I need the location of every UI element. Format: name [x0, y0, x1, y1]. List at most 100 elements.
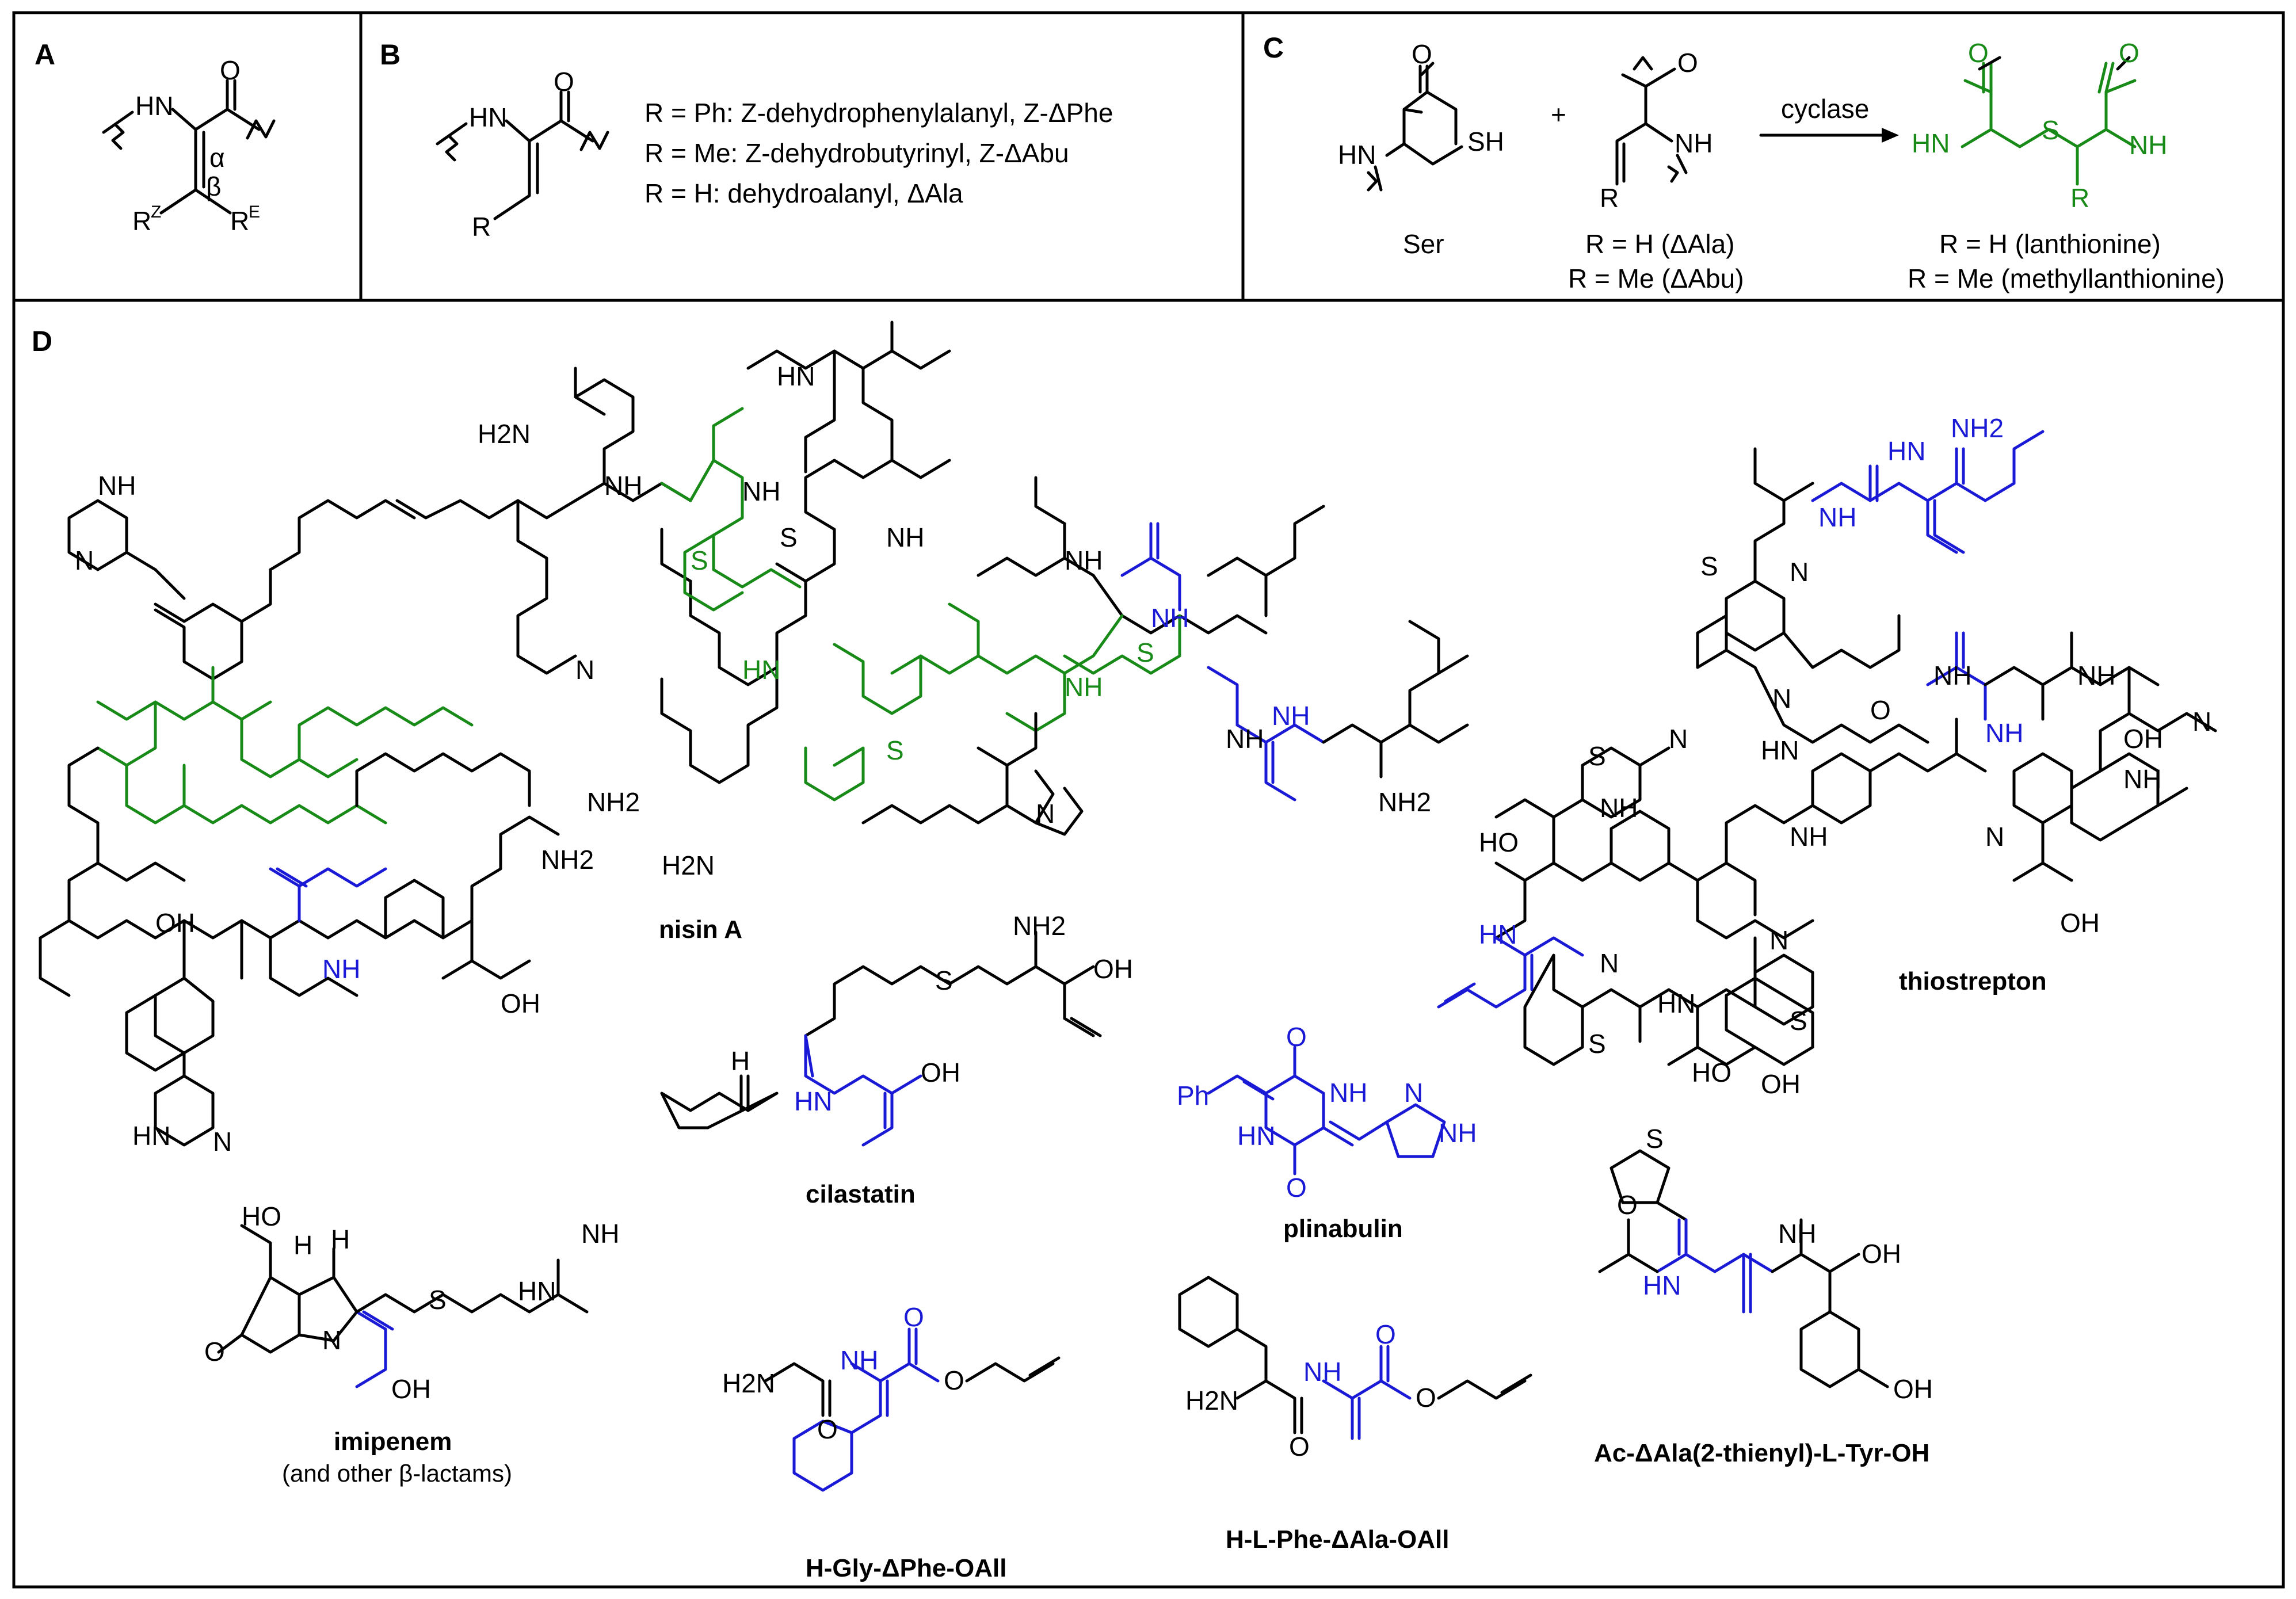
plinabulin-structure: Ph O NH HN O N NH plinabulin [1177, 1022, 1477, 1243]
label-beta-lactams: (and other β-lactams) [282, 1460, 512, 1487]
nisin-n-his: N [213, 1127, 232, 1157]
imi-ho: HO [242, 1201, 281, 1231]
plin-n: N [1404, 1078, 1423, 1108]
nisin-imid-hn: NH [98, 471, 136, 501]
nisin-nh-6: NH [1226, 724, 1264, 754]
gly-o-2: O [903, 1302, 924, 1332]
thiostrepton-structure: NH2 HN NH S N N HN NH NH NH N OH NH OH N… [1437, 413, 2217, 1099]
thio-ho-2: HO [1692, 1058, 1731, 1087]
ser-sh: SH [1467, 127, 1504, 157]
plus-sign: + [1551, 100, 1566, 129]
imipenem-structure: HO H H O N S HN NH OH imipenem (and othe… [204, 1201, 619, 1487]
cysteine-reactant: O HN SH Ser [1338, 39, 1504, 259]
plin-o-2: O [1286, 1173, 1307, 1203]
imi-oh: OH [391, 1374, 431, 1404]
ac-oh: OH [1862, 1239, 1901, 1269]
phe-o-2: O [1375, 1319, 1396, 1349]
label-cilastatin: cilastatin [806, 1180, 916, 1208]
dehydro-reactant: O NH R R = H (ΔAla) R = Me (ΔAbu) [1568, 48, 1744, 293]
phe-h2n: H2N [1185, 1386, 1238, 1415]
imi-o: O [204, 1337, 225, 1367]
product-s: S [2042, 115, 2059, 145]
imi-h-1: H [293, 1230, 312, 1260]
panel-a: A HN O α β R Z R E [35, 39, 276, 236]
thio-oh-2: OH [2060, 908, 2100, 938]
thio-n-5: N [1669, 724, 1688, 754]
nisin-nh-dhb: NH [1272, 701, 1310, 731]
thio-n-4: N [1985, 822, 2004, 852]
product-o-left: O [1968, 38, 1989, 68]
nisin-hn-1: HN [777, 361, 815, 391]
cil-h: H [731, 1046, 750, 1076]
product-label-lan: R = H (lanthionine) [1939, 229, 2161, 259]
nisin-n-pro: N [575, 655, 594, 685]
imi-nh: NH [581, 1219, 619, 1249]
label-h-l-phe-dala-oall: H-L-Phe-ΔAla-OAll [1226, 1525, 1450, 1554]
product-nh: NH [2129, 130, 2167, 160]
thio-n-6: N [1600, 948, 1619, 978]
thio-nh-1: NH [1818, 502, 1856, 532]
cil-hn: HN [794, 1086, 832, 1116]
panel-a-label: A [35, 39, 55, 71]
ac-nh: NH [1778, 1219, 1816, 1249]
plin-nh-2: NH [1439, 1118, 1477, 1148]
gly-o-1: O [817, 1414, 838, 1444]
ser-hn: HN [1338, 140, 1376, 170]
plin-o-1: O [1286, 1022, 1307, 1052]
product-hn: HN [1912, 128, 1950, 158]
panel-a-re: R [230, 206, 249, 236]
plin-hn: HN [1237, 1121, 1275, 1151]
panel-a-beta: β [206, 171, 221, 201]
thio-hn-1: HN [1887, 436, 1925, 466]
h-gly-dphe-oall-structure: H2N NH O O O H-Gly-ΔPhe-OAll [722, 1302, 1061, 1582]
phe-o-1: O [1289, 1432, 1310, 1461]
imi-n: N [322, 1325, 341, 1355]
panel-a-rz-sup: Z [151, 203, 161, 222]
thio-n-3: N [2192, 707, 2211, 736]
lanthionine-product: HN O S O NH R R = H (lanthionine) R = Me… [1908, 38, 2225, 293]
thio-nh-3: NH [1985, 718, 2023, 748]
ac-hn: HN [1643, 1270, 1681, 1300]
panel-b-o: O [554, 67, 574, 97]
nisin-nh-2: NH [742, 476, 780, 506]
imi-s: S [429, 1285, 447, 1315]
label-ac-dala-thienyl-tyr: Ac-ΔAla(2-thienyl)-L-Tyr-OH [1594, 1439, 1929, 1467]
cyclase-arrow: cyclase [1759, 94, 1899, 143]
thio-ho: HO [1479, 827, 1519, 857]
nisin-hn-his: HN [132, 1121, 170, 1151]
thio-nh-2: NH [1933, 661, 1971, 690]
panel-b-legend: R = Ph: Z-dehydrophenylalanyl, Z-ΔPhe R … [644, 98, 1113, 208]
gly-nh: NH [840, 1345, 878, 1375]
thio-n-2: N [1772, 684, 1791, 713]
nisin-a-structure: H2N NH NH HN NH S S HN NH NH NH S S NH N… [39, 320, 1469, 1157]
nisin-oh-ser: OH [155, 908, 195, 938]
gly-h2n: H2N [722, 1368, 775, 1398]
plin-ph: Ph [1177, 1081, 1209, 1110]
thio-s-4: S [1790, 1006, 1807, 1036]
legend-line-ph: R = Ph: Z-dehydrophenylalanyl, Z-ΔPhe [644, 98, 1113, 128]
phe-o-3: O [1416, 1383, 1436, 1413]
thio-s-1: S [1700, 551, 1718, 581]
nisin-nh2-lys3: NH2 [541, 845, 594, 875]
panel-c-label: C [1263, 32, 1284, 64]
ser-o: O [1412, 39, 1432, 69]
nisin-s-4: S [886, 735, 904, 765]
cilastatin-structure: NH2 S OH OH HN H cilastatin [660, 911, 1133, 1208]
panel-a-structure: HN O α β R Z R E [102, 55, 276, 236]
nisin-nh2-lys2: NH2 [587, 787, 640, 817]
thio-hn-4: HN [1657, 989, 1695, 1018]
label-h-gly-dphe-oall: H-Gly-ΔPhe-OAll [806, 1554, 1006, 1582]
ac-dala-thienyl-tyr-structure: S O HN NH OH OH Ac-ΔAla(2-thienyl)-L-Tyr… [1594, 1124, 1933, 1467]
cil-oh-1: OH [1093, 954, 1133, 984]
nisin-nh-5: NH [1065, 672, 1103, 702]
panel-a-nh: HN [135, 91, 173, 121]
nisin-oh-c: OH [501, 989, 540, 1018]
nisin-nh-dha2: NH [322, 954, 360, 984]
thio-nh-7: NH [1600, 793, 1638, 823]
nisin-s-3: S [1136, 638, 1154, 667]
thio-nh-5: NH [2123, 764, 2161, 794]
dha-o: O [1677, 48, 1698, 78]
thio-o-ester: O [1870, 695, 1891, 725]
product-r: R [2070, 183, 2089, 213]
thio-nh-6: NH [1790, 822, 1828, 852]
